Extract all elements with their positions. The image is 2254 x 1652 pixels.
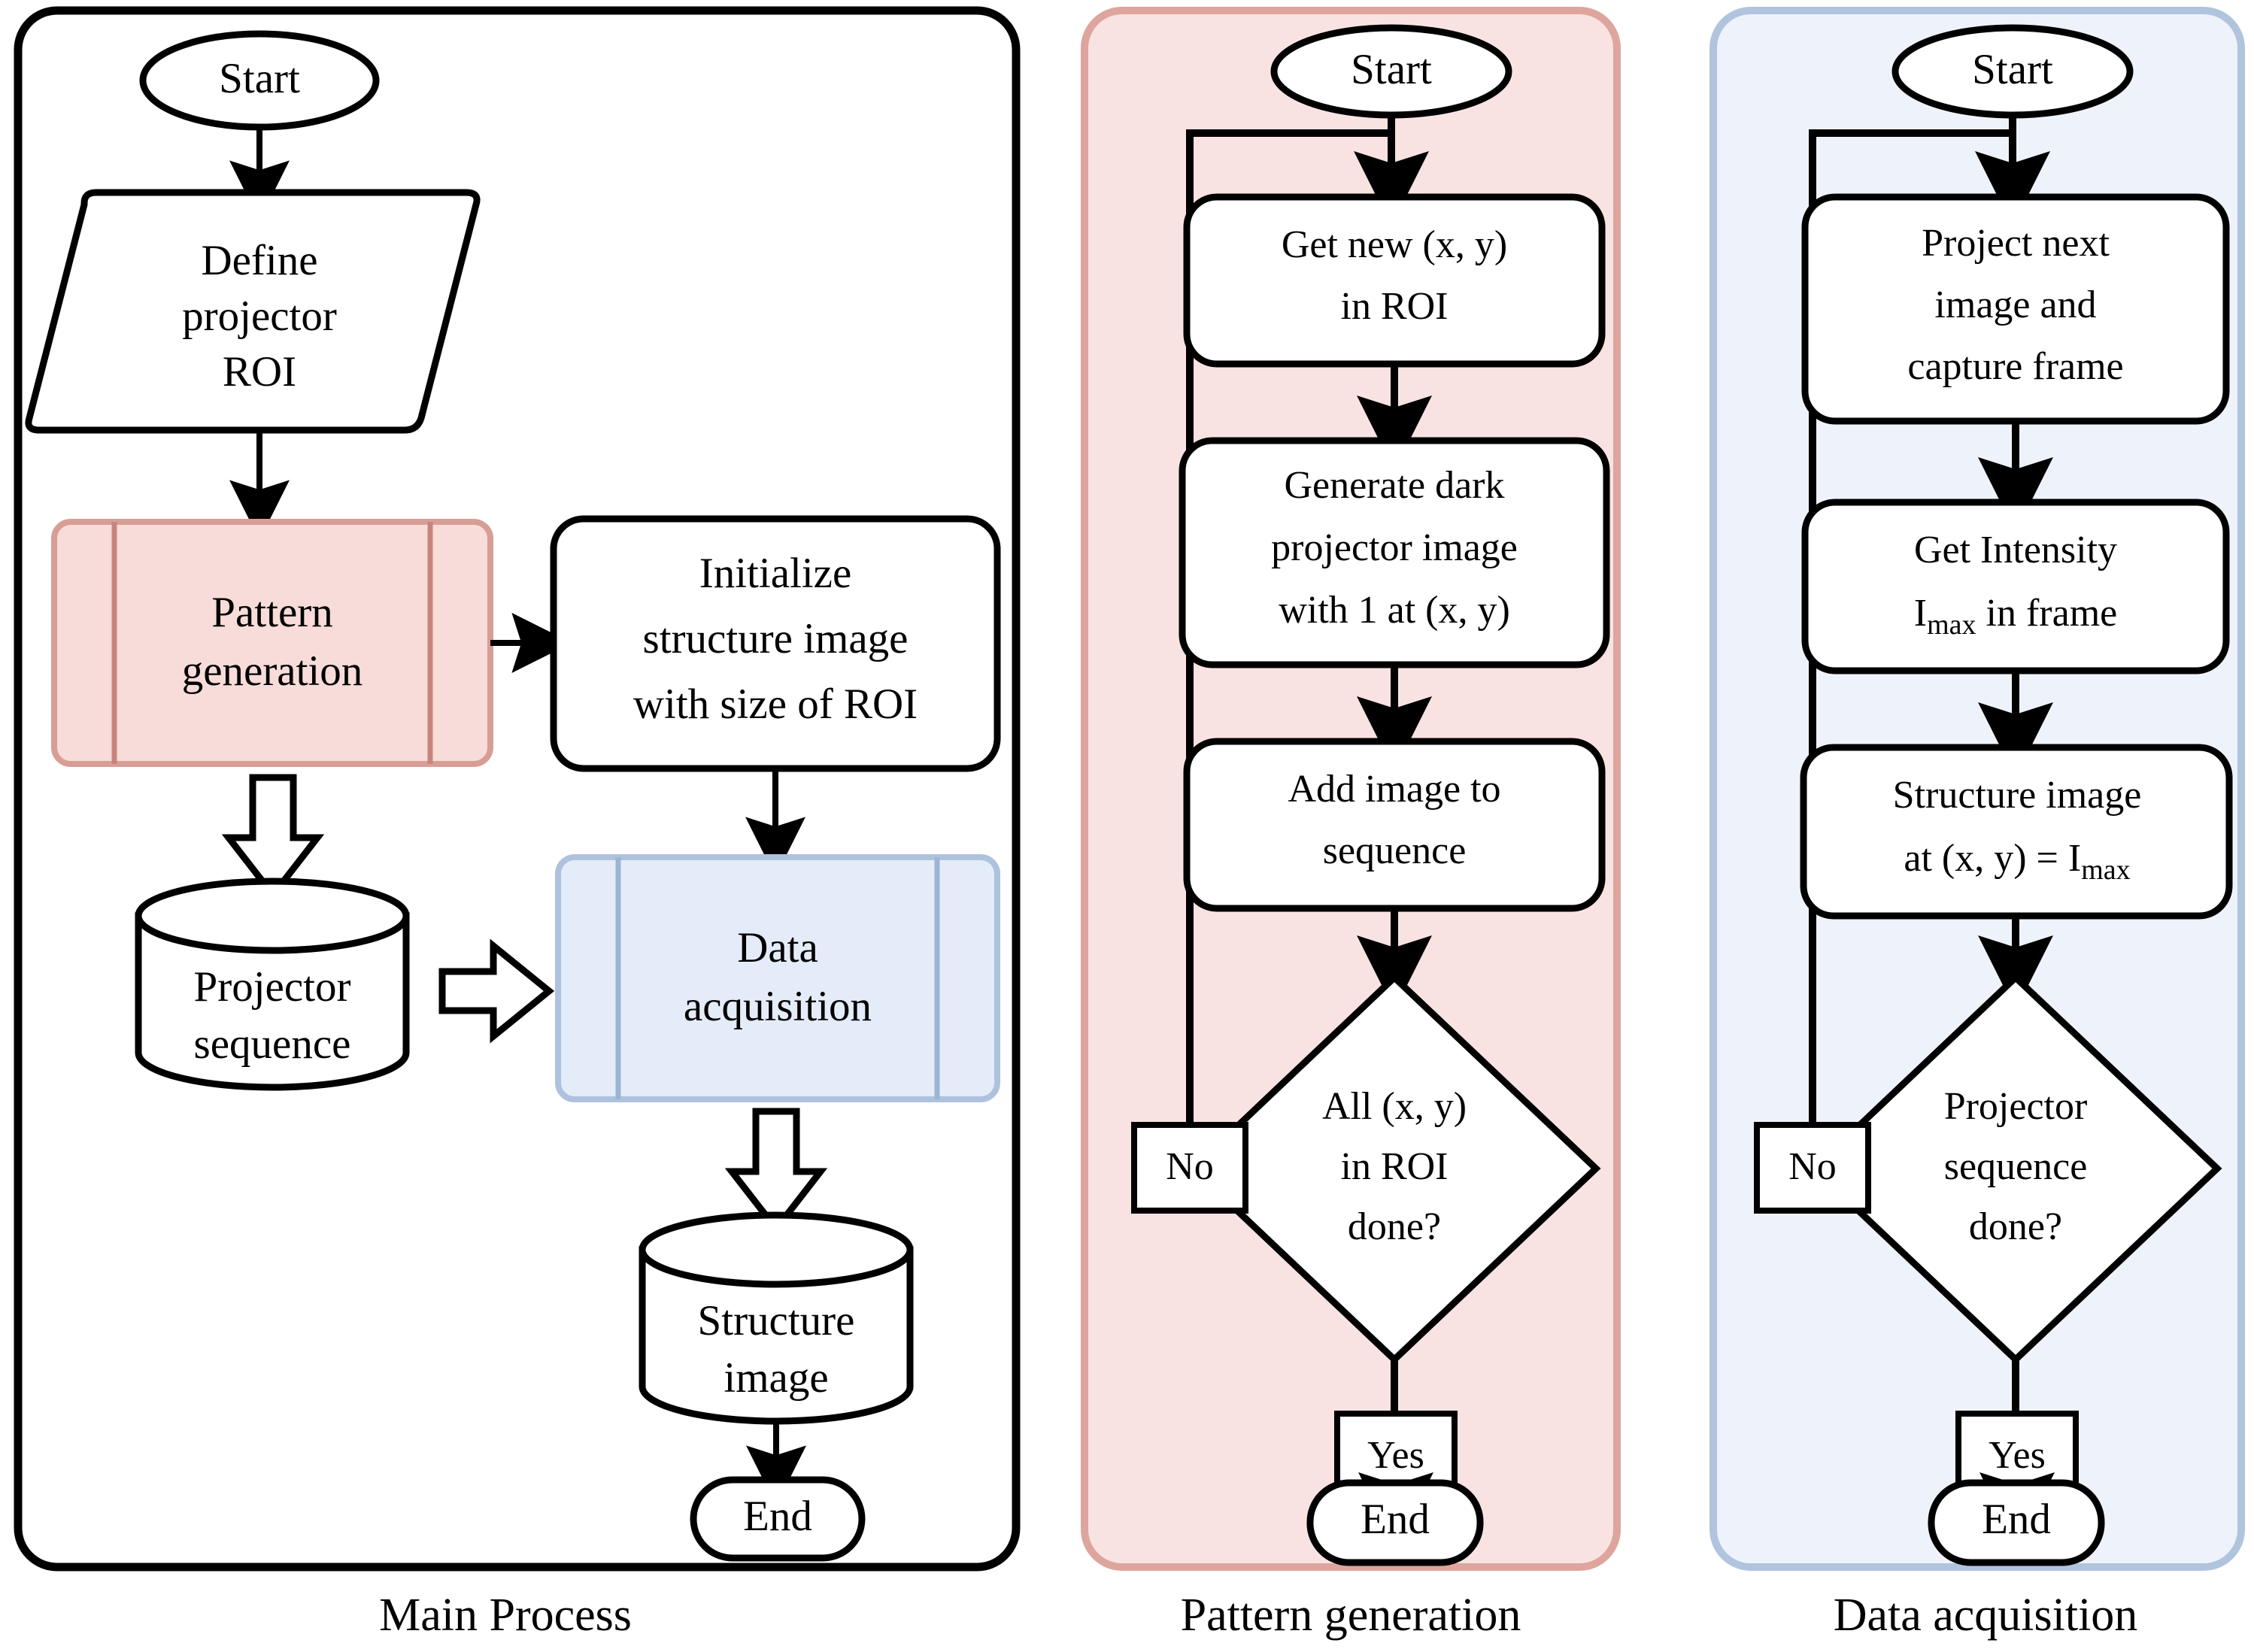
initialize-line3: with size of ROI [633, 681, 918, 728]
projector-sequence-line1: Projector [194, 963, 351, 1011]
add-image-to-sequence-node: Add image to sequence [1183, 738, 1606, 912]
data-start-node: Start [1891, 24, 2134, 119]
set-structure-expr: at (x, y) = I [1904, 837, 2081, 880]
add-image-line2: sequence [1323, 829, 1467, 872]
get-new-xy-node: Get new (x, y) in ROI [1183, 193, 1606, 368]
structure-image-node: Structure image [639, 1211, 914, 1425]
project-capture-line1: Project next [1922, 222, 2110, 265]
define-projector-roi-node: Define projector ROI [25, 189, 481, 434]
sequence-done-line1: Projector [1944, 1085, 2088, 1128]
all-xy-line1: All (x, y) [1322, 1085, 1467, 1128]
block-arrow-pattern-to-sequence [221, 774, 325, 901]
add-image-line1: Add image to [1288, 768, 1500, 811]
project-capture-node: Project next image and capture frame [1801, 193, 2230, 425]
caption-main-process: Main Process [379, 1590, 632, 1641]
main-start-node: Start [139, 30, 380, 131]
block-arrow-sequence-to-dataacq [438, 938, 555, 1044]
all-xy-done-decision: All (x, y) in ROI done? [1188, 972, 1601, 1365]
pattern-start-label: Start [1351, 46, 1432, 93]
get-intensity-imax-base: I [1914, 592, 1927, 635]
get-new-xy-line1: Get new (x, y) [1282, 223, 1507, 266]
caption-data-acquisition: Data acquisition [1834, 1590, 2138, 1641]
structure-image-line2: image [724, 1354, 828, 1402]
set-structure-imax-sub: max [2081, 854, 2130, 886]
generate-dark-line1: Generate dark [1284, 464, 1504, 507]
define-roi-line3: ROI [223, 348, 296, 396]
set-structure-line2: at (x, y) = Imax [1904, 837, 2130, 886]
pattern-yes-text: Yes [1367, 1434, 1424, 1477]
define-roi-line1: Define [201, 237, 317, 284]
main-pattern-line2: generation [182, 647, 363, 695]
caption-pattern-generation: Pattern generation [1181, 1590, 1521, 1641]
get-intensity-line1: Get Intensity [1914, 529, 2117, 571]
main-pattern-generation-node: Pattern generation [51, 519, 493, 767]
main-pattern-line1: Pattern [211, 589, 332, 636]
data-start-label: Start [1972, 46, 2053, 93]
initialize-line2: structure image [643, 615, 909, 662]
sequence-done-line2: sequence [1944, 1145, 2088, 1188]
main-data-acquisition-node: Data acquisition [555, 854, 1000, 1102]
sequence-done-decision: Projector sequence done? [1809, 972, 2222, 1365]
data-yes-text: Yes [1989, 1434, 2046, 1477]
initialize-structure-node: Initialize structure image with size of … [550, 515, 1001, 772]
structure-image-line1: Structure [698, 1297, 855, 1344]
pattern-start-node: Start [1270, 24, 1512, 119]
generate-dark-line2: projector image [1271, 526, 1518, 569]
get-intensity-node: Get Intensity Imax in frame [1801, 499, 2230, 674]
all-xy-line2: in ROI [1341, 1145, 1449, 1188]
pattern-no-branch-label: No [1131, 1122, 1248, 1214]
sequence-done-line3: done? [1969, 1205, 2062, 1248]
project-capture-line2: image and [1934, 283, 2096, 326]
get-intensity-inframe: in frame [1976, 592, 2118, 635]
get-new-xy-line2: in ROI [1341, 285, 1449, 328]
project-capture-line3: capture frame [1907, 345, 2123, 388]
define-roi-line2: projector [182, 293, 337, 340]
projector-sequence-line2: sequence [194, 1020, 351, 1068]
pattern-end-node: End [1306, 1479, 1484, 1566]
projector-sequence-node: Projector sequence [135, 878, 410, 1091]
set-structure-line1: Structure image [1893, 774, 2142, 817]
all-xy-line3: done? [1348, 1205, 1441, 1248]
main-end-node: End [690, 1476, 866, 1562]
block-arrow-dataacq-to-structure [724, 1108, 828, 1235]
data-end-label: End [1982, 1496, 2051, 1543]
set-structure-value-node: Structure image at (x, y) = Imax [1800, 744, 2233, 920]
main-dataacq-line2: acquisition [684, 983, 872, 1030]
initialize-line1: Initialize [699, 550, 852, 597]
generate-dark-image-node: Generate dark projector image with 1 at … [1179, 437, 1610, 668]
data-no-text: No [1788, 1145, 1837, 1188]
main-dataacq-line1: Data [737, 924, 818, 971]
data-no-branch-label: No [1754, 1122, 1871, 1214]
data-end-node: End [1928, 1479, 2105, 1566]
get-intensity-line2: Imax in frame [1914, 592, 2117, 641]
main-end-label: End [743, 1493, 812, 1540]
generate-dark-line3: with 1 at (x, y) [1279, 589, 1510, 632]
get-intensity-imax-sub: max [1927, 609, 1976, 641]
pattern-end-label: End [1361, 1496, 1430, 1543]
pattern-no-text: No [1166, 1145, 1214, 1188]
main-start-label: Start [219, 55, 300, 102]
